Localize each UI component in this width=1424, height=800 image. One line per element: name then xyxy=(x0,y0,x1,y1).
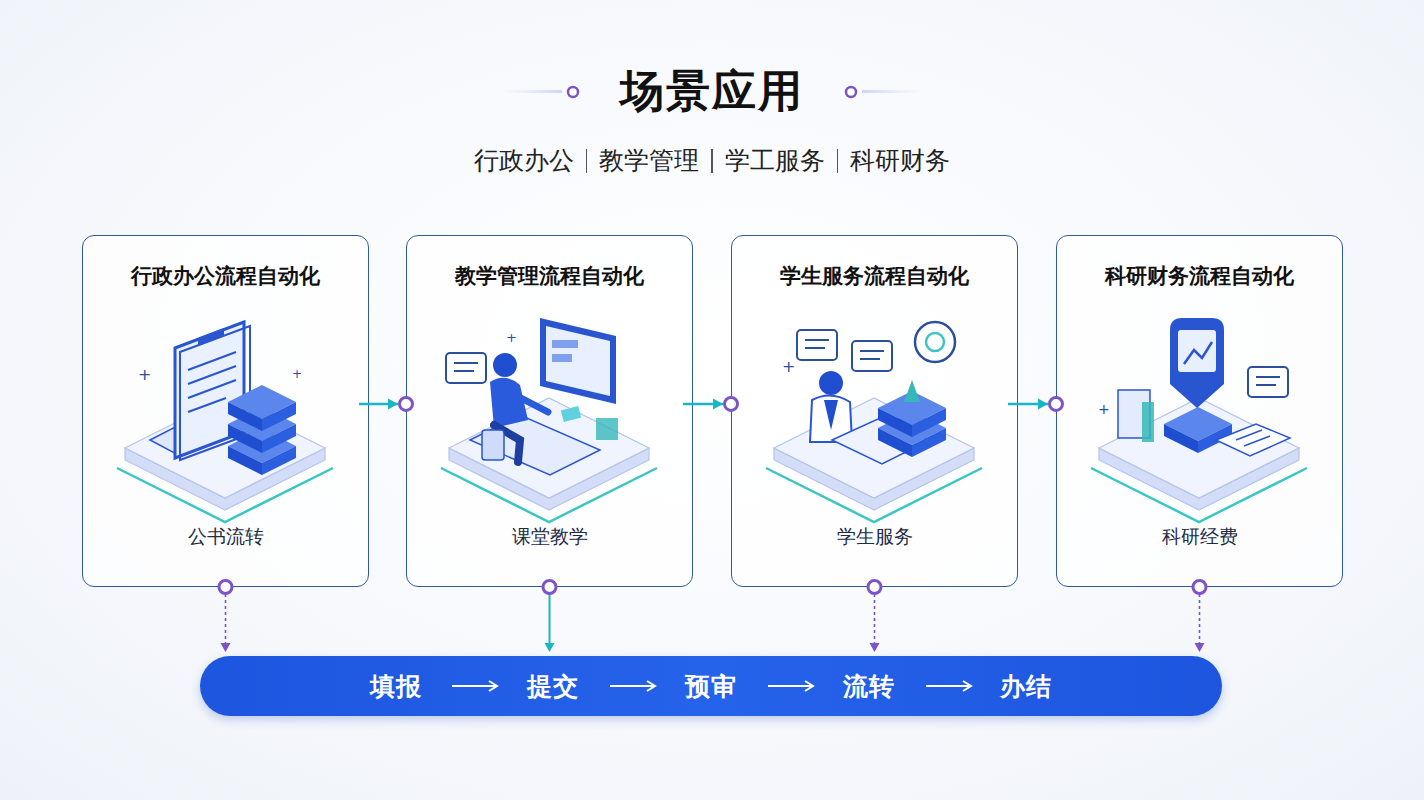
category-separator xyxy=(711,149,713,173)
connector-line xyxy=(1199,594,1201,650)
connector-line xyxy=(874,594,876,650)
ornament-dot xyxy=(568,87,578,97)
process-step: 填报 xyxy=(370,670,422,703)
ornament-dot xyxy=(846,87,856,97)
svg-text:+: + xyxy=(506,330,517,345)
arrow-head xyxy=(870,643,880,652)
card-heading: 学生服务流程自动化 xyxy=(732,262,1017,290)
connector-dot xyxy=(1193,581,1206,594)
category-label: 行政办公 xyxy=(474,144,574,177)
card-caption: 学生服务 xyxy=(732,524,1017,550)
arrow-head xyxy=(545,643,555,652)
category-label: 教学管理 xyxy=(599,144,699,177)
arrow-head xyxy=(388,398,398,409)
flow-connector xyxy=(1193,581,1206,653)
category-row: 行政办公教学管理学工服务科研财务 xyxy=(0,144,1424,177)
connector-dot xyxy=(868,581,881,594)
flow-connector xyxy=(543,581,556,653)
card-heading: 教学管理流程自动化 xyxy=(407,262,692,290)
ornament-line xyxy=(862,90,924,93)
connector-line xyxy=(549,594,551,650)
process-band: 填报 提交 预审 流转 办结 xyxy=(200,656,1222,716)
connector-dot xyxy=(543,581,556,594)
card-caption: 科研经费 xyxy=(1057,524,1342,550)
svg-text:+: + xyxy=(782,357,795,376)
svg-text:+: + xyxy=(1098,401,1110,417)
process-step: 提交 xyxy=(527,670,579,703)
arrow-head xyxy=(1038,398,1048,409)
arrow-head xyxy=(1195,643,1205,652)
category-label: 科研财务 xyxy=(850,144,950,177)
process-step: 办结 xyxy=(1000,670,1052,703)
category-separator xyxy=(586,149,588,173)
svg-text:+: + xyxy=(138,365,151,384)
svg-text:+: + xyxy=(292,367,302,381)
card-caption: 公书流转 xyxy=(83,524,368,550)
card-caption: 课堂教学 xyxy=(407,524,692,550)
card-heading: 科研财务流程自动化 xyxy=(1057,262,1342,290)
connector-dot xyxy=(725,397,738,410)
arrow-head xyxy=(713,398,723,409)
ornament-line xyxy=(500,90,562,93)
flow-connector xyxy=(868,581,881,653)
category-separator xyxy=(837,149,839,173)
flow-connector xyxy=(219,581,232,653)
connector-line xyxy=(225,594,227,650)
process-step: 预审 xyxy=(685,670,737,703)
connector-dot xyxy=(1050,397,1063,410)
arrow-head xyxy=(221,643,231,652)
category-label: 学工服务 xyxy=(725,144,825,177)
card-heading: 行政办公流程自动化 xyxy=(83,262,368,290)
connector-dot xyxy=(219,581,232,594)
connector-dot xyxy=(400,397,413,410)
process-step: 流转 xyxy=(843,670,895,703)
diagram-title: 场景应用 xyxy=(0,62,1424,121)
